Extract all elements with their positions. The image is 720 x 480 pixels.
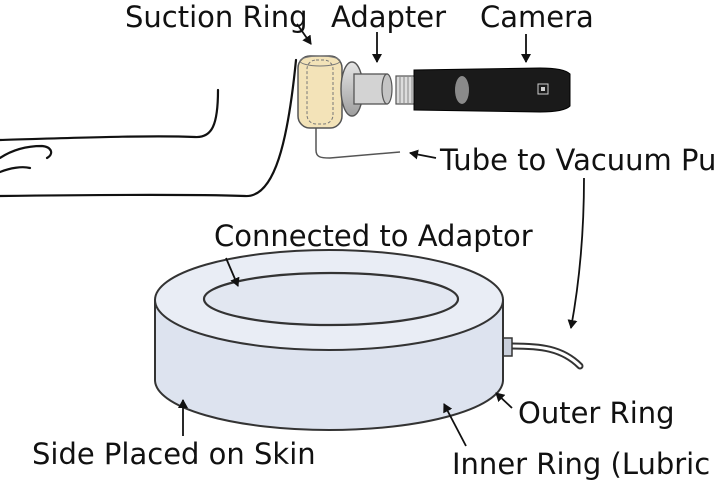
camera-logo-icon xyxy=(537,83,549,95)
suction-ring-large xyxy=(154,249,584,431)
label-camera: Camera xyxy=(480,0,594,34)
label-tube-to-vacuum: Tube to Vacuum Pu xyxy=(439,143,716,177)
label-outer-ring: Outer Ring xyxy=(518,396,675,430)
label-adapter: Adapter xyxy=(331,0,446,34)
bottom-pointer-arrows xyxy=(178,257,513,447)
label-suction-ring: Suction Ring xyxy=(125,0,308,34)
camera-device xyxy=(395,67,571,113)
label-side-placed-on-skin: Side Placed on Skin xyxy=(32,437,316,471)
label-inner-ring: Inner Ring (Lubric xyxy=(452,447,710,480)
adapter-small xyxy=(340,61,393,117)
top-pointer-arrows xyxy=(296,23,585,329)
label-connected-to-adaptor: Connected to Adaptor xyxy=(214,219,533,253)
arm-illustration xyxy=(0,58,298,198)
